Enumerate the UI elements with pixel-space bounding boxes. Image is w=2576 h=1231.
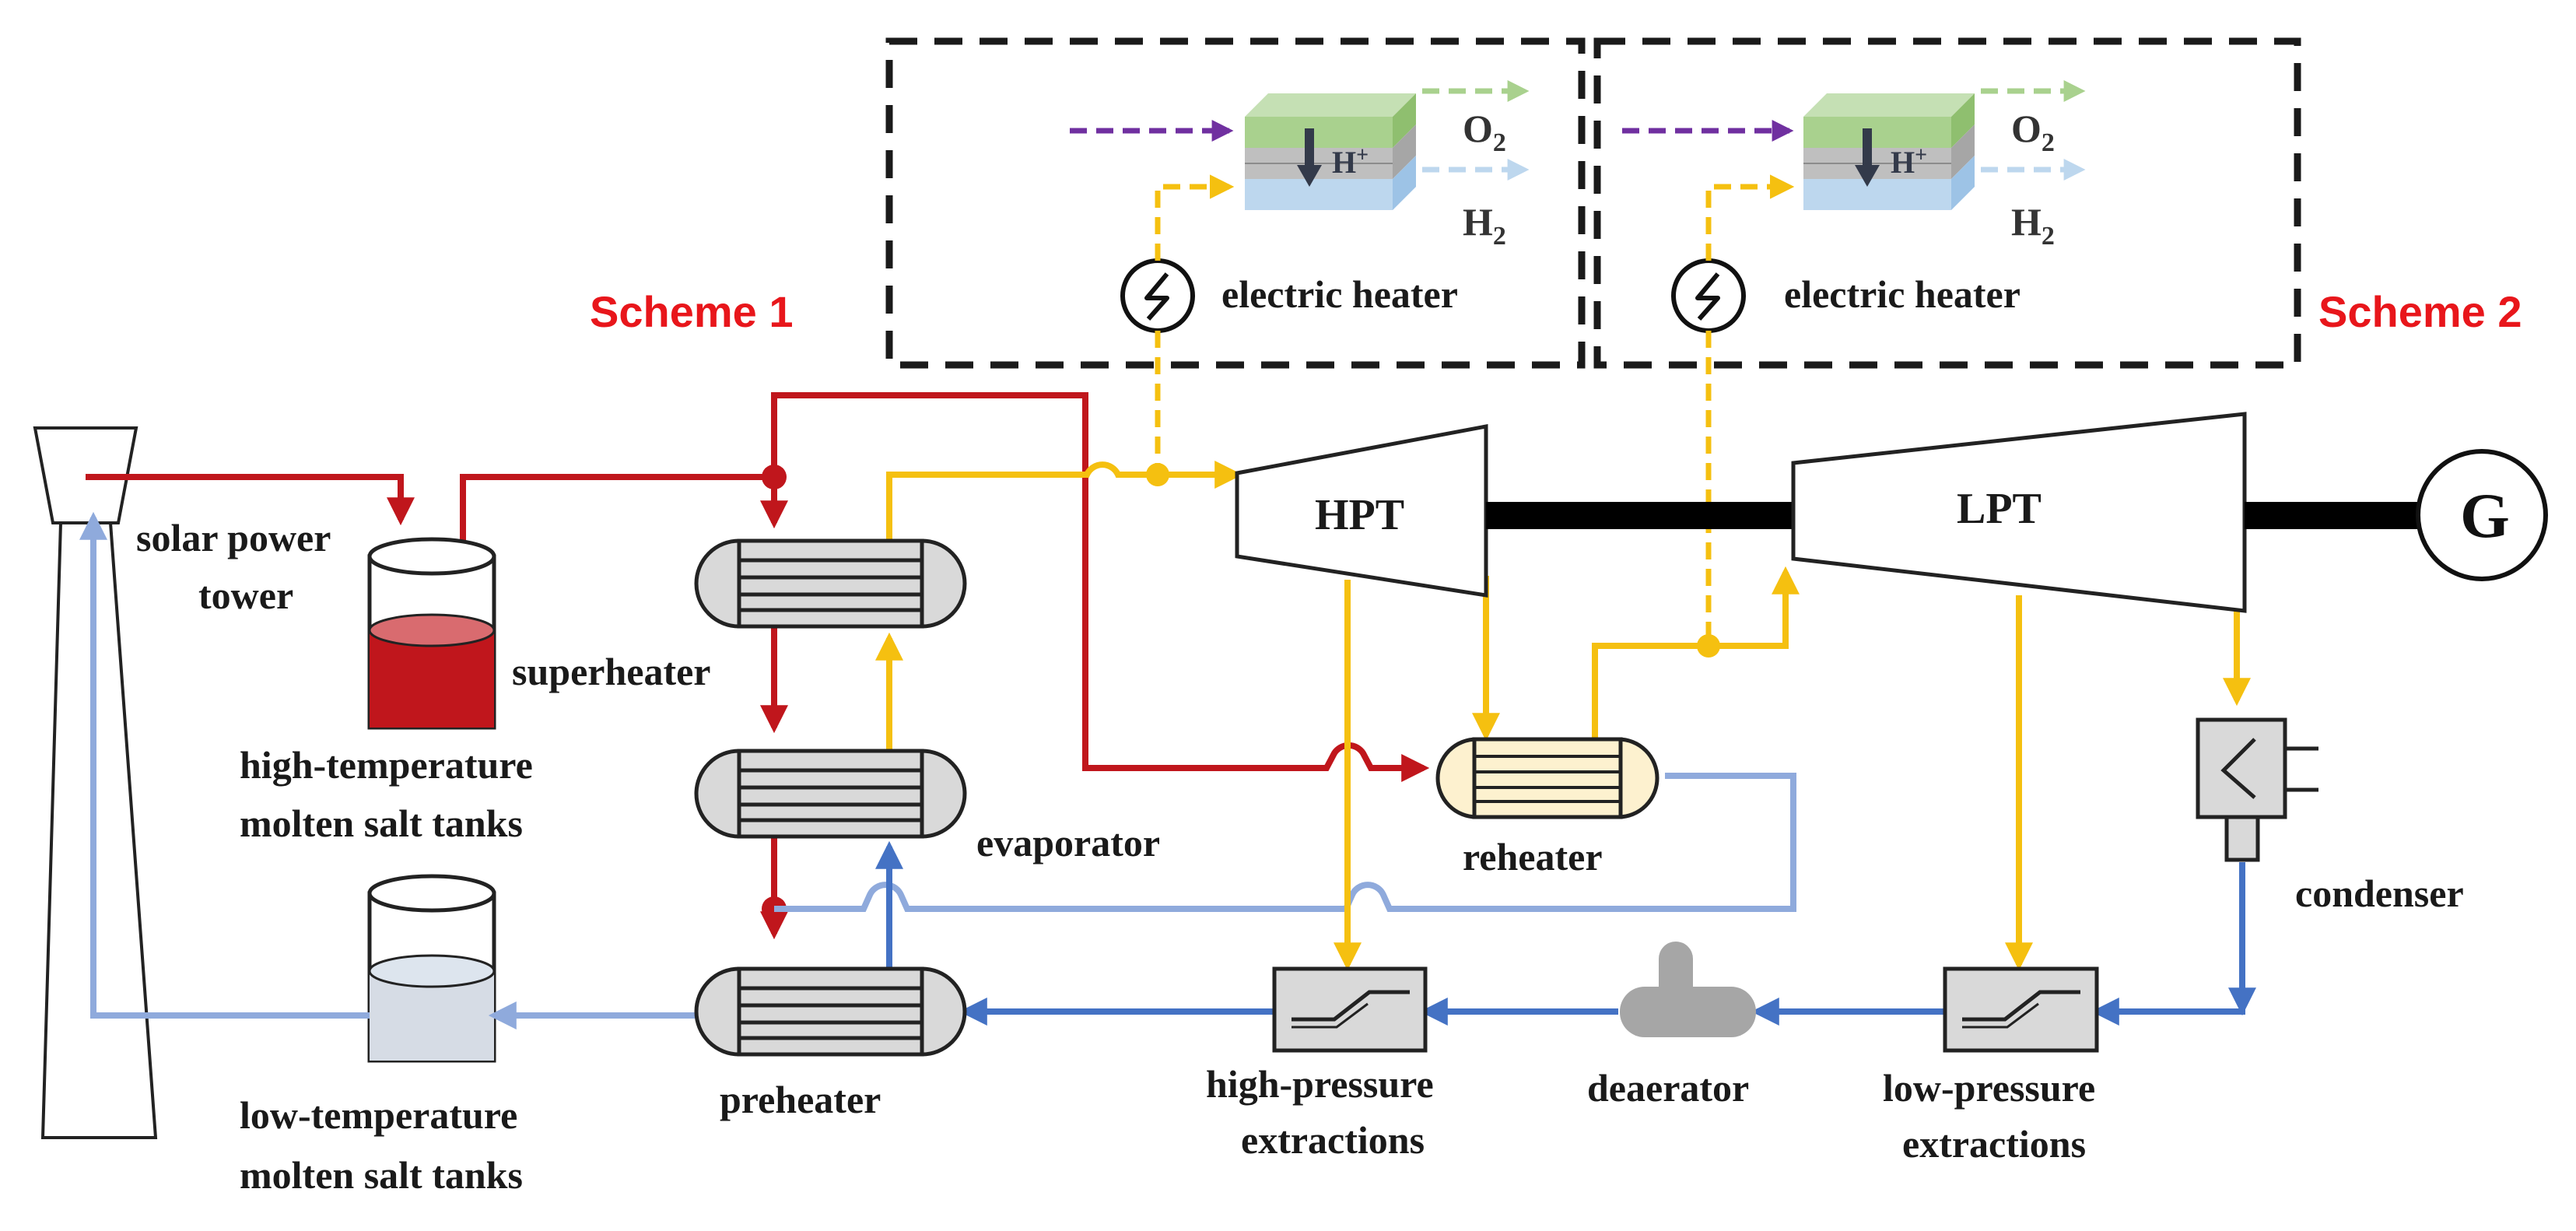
low-pressure-extraction-heater	[1943, 966, 2099, 1053]
electric-heater-2: electric heater	[1671, 258, 2020, 333]
turbine-shaft-1	[1486, 502, 1793, 529]
electric-heater-label-1: electric heater	[1221, 272, 1458, 316]
hpt-label: HPT	[1315, 491, 1404, 539]
lpt-turbine	[1791, 412, 2247, 613]
hp-extractions-label-line1: high-pressure	[1206, 1062, 1434, 1106]
condenser-label: condenser	[2295, 872, 2464, 915]
lp-extractions-label-line1: low-pressure	[1883, 1066, 2095, 1110]
evaporator-label: evaporator	[976, 821, 1160, 865]
lpt-label: LPT	[1957, 485, 2042, 533]
lt-tanks-label-line2: molten salt tanks	[240, 1153, 523, 1197]
lightning-icon	[1695, 272, 1720, 321]
reheater	[1435, 737, 1660, 819]
hp-extractions-label-line2: extractions	[1241, 1118, 1425, 1162]
generator: G	[2416, 449, 2548, 581]
lt-tanks-label-line1: low-temperature	[240, 1093, 517, 1137]
preheater	[694, 966, 967, 1057]
h2-label-2: H2	[2011, 200, 2055, 251]
lightning-icon	[1144, 272, 1169, 321]
superheater	[694, 538, 967, 629]
o2-label-1: O2	[1463, 107, 1506, 157]
scheme1-box	[885, 37, 1586, 369]
deaerator-label: deaerator	[1587, 1066, 1749, 1110]
steam-piping	[875, 461, 2251, 971]
solar-power-tower-label-line1: solar power	[136, 516, 331, 559]
superheater-label: superheater	[512, 650, 711, 693]
high-temperature-tank	[367, 537, 496, 730]
condenser	[2196, 717, 2318, 862]
lp-extractions-label-line2: extractions	[1902, 1122, 2086, 1166]
steam-junction-hpt	[1146, 463, 1169, 486]
h2-label-1: H2	[1463, 200, 1506, 251]
electric-heater-label-2: electric heater	[1784, 272, 2020, 316]
h-plus-label-1: H+	[1332, 143, 1369, 180]
electrolyzer-1: H+ O2 H2	[1070, 80, 1530, 251]
scheme2-label: Scheme 2	[2318, 287, 2522, 336]
scheme2-box	[1593, 37, 2301, 369]
feedwater-piping	[875, 840, 2256, 1026]
steam-junction-lpt	[1697, 634, 1720, 658]
solar-power-tower-label-line2: tower	[198, 573, 293, 617]
deaerator	[1620, 942, 1756, 1037]
steam-to-electrolyzer-1	[1155, 174, 1235, 261]
hot-salt-junction	[762, 465, 787, 489]
scheme1-label: Scheme 1	[590, 287, 794, 336]
h-plus-label-2: H+	[1891, 143, 1927, 180]
steam-to-electrolyzer-2	[1705, 174, 1795, 261]
electrolyzer-2: H+ O2 H2	[1622, 80, 2086, 251]
high-pressure-extraction-heater	[1272, 966, 1428, 1053]
turbine-shaft-2	[2245, 502, 2417, 529]
hpt-turbine	[1235, 423, 1488, 598]
ht-tanks-label-line2: molten salt tanks	[240, 801, 523, 845]
reheater-label: reheater	[1463, 835, 1603, 879]
o2-label-2: O2	[2011, 107, 2055, 157]
low-temperature-tank	[367, 874, 496, 1063]
electric-heater-1: electric heater	[1120, 258, 1458, 333]
evaporator	[694, 749, 967, 839]
ht-tanks-label-line1: high-temperature	[240, 743, 533, 787]
preheater-label: preheater	[720, 1078, 881, 1121]
generator-label: G	[2460, 480, 2510, 551]
